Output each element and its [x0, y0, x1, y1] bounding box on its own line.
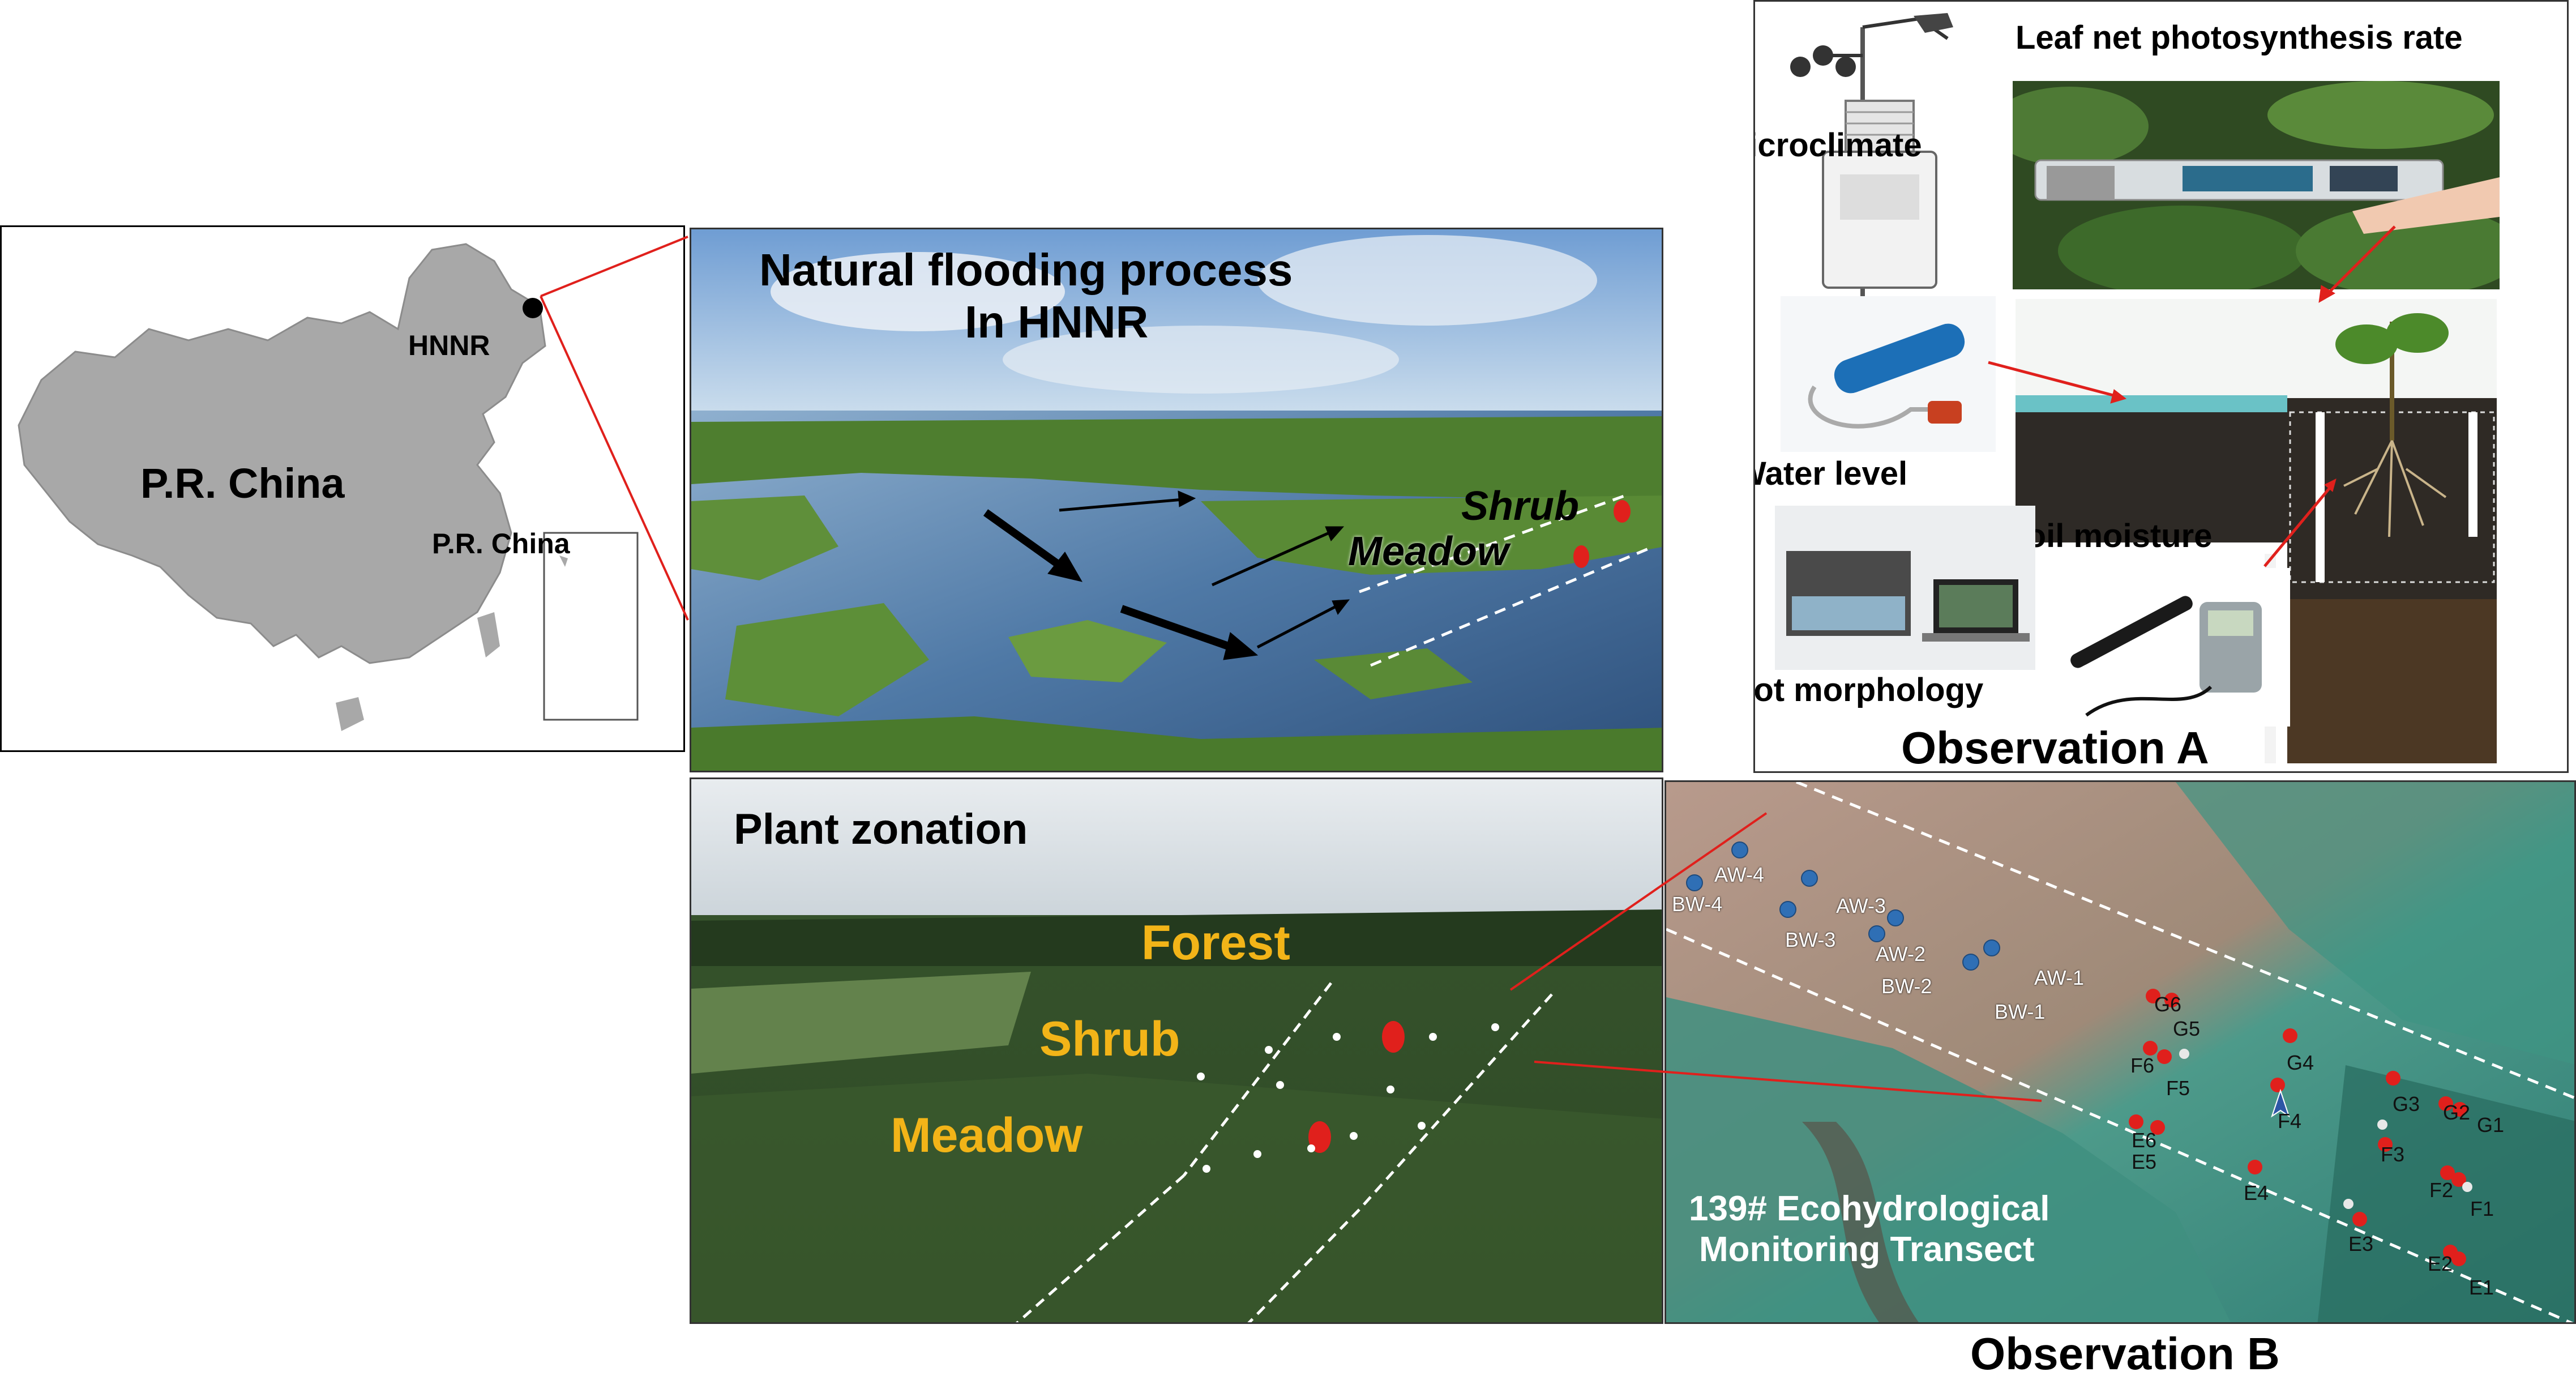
zonation-title: Plant zonation — [734, 805, 1028, 853]
china-map-panel: P.R. China HNNR P.R. China — [0, 225, 685, 752]
water-level-photo — [1781, 296, 1996, 452]
soil-probe-photo — [2052, 568, 2290, 727]
flooding-meadow-label: Meadow — [1348, 529, 1509, 574]
site-label: HNNR — [408, 330, 490, 361]
well-label: AW-2 — [1876, 942, 1926, 965]
inset-label: P.R. China — [432, 528, 570, 559]
transect-satellite-image — [1666, 782, 2574, 1322]
flooding-title-line1: Natural flooding process — [759, 245, 1293, 295]
site-label: E5 — [2132, 1150, 2157, 1173]
microclimate-label: Microclimate — [1755, 127, 1922, 164]
plant-zonation-panel: Plant zonation Forest Shrub Meadow — [690, 777, 1663, 1324]
flooding-photo — [691, 229, 1662, 771]
site-label: F3 — [2381, 1143, 2405, 1166]
root-morphology-label: Root morphology — [1753, 672, 1984, 708]
site-label: F5 — [2166, 1076, 2190, 1100]
hnnr-site-marker — [523, 298, 543, 318]
site-label: E1 — [2469, 1276, 2494, 1299]
photosynthesis-photo — [2013, 81, 2500, 289]
flooding-photo-panel: Natural flooding process In HNNR Shrub M… — [690, 228, 1663, 772]
observation-b-panel: AW-4 BW-4 AW-3 BW-3 AW-2 BW-2 AW-1 BW-1 … — [1664, 780, 2576, 1324]
flooding-shrub-label: Shrub — [1461, 484, 1579, 529]
site-label: E4 — [2244, 1181, 2269, 1204]
well-label: AW-1 — [2034, 966, 2085, 989]
well-label: AW-3 — [1836, 894, 1886, 917]
site-label: G6 — [2154, 993, 2182, 1016]
south-china-sea-inset — [543, 532, 639, 721]
observation-b-caption: Observation B — [1970, 1328, 2280, 1379]
country-label: P.R. China — [140, 460, 345, 507]
site-label: E3 — [2348, 1232, 2374, 1255]
zonation-meadow-label: Meadow — [891, 1108, 1083, 1163]
well-label: AW-4 — [1714, 863, 1765, 886]
well-label: BW-4 — [1672, 892, 1723, 916]
zonation-shrub-label: Shrub — [1039, 1012, 1180, 1066]
leaf-photosynthesis-label: Leaf net photosynthesis rate — [2016, 19, 2463, 56]
well-label: BW-1 — [1995, 1000, 2046, 1023]
zonation-forest-label: Forest — [1141, 916, 1290, 970]
site-label: F6 — [2130, 1054, 2155, 1077]
site-label: G1 — [2477, 1113, 2505, 1137]
root-scanner-photo — [1775, 506, 2035, 670]
water-level-label: Water level — [1755, 455, 1908, 492]
weather-station-icon — [1790, 13, 1953, 299]
site-label: G3 — [2393, 1092, 2420, 1116]
transect-title-line1: 139# Ecohydrological — [1689, 1189, 2050, 1228]
china-map-graphic — [18, 243, 639, 731]
well-label: BW-3 — [1785, 928, 1836, 951]
site-label: E6 — [2132, 1129, 2157, 1152]
site-label: G4 — [2287, 1051, 2314, 1074]
observation-a-panel: Microclimate Leaf net photosynthesis rat… — [1753, 0, 2569, 773]
site-label: E2 — [2428, 1252, 2453, 1275]
well-label: BW-2 — [1881, 975, 1932, 998]
site-label: F2 — [2429, 1178, 2454, 1202]
site-label: G2 — [2443, 1101, 2471, 1124]
observation-a-caption: Observation A — [1901, 723, 2209, 773]
site-label: G5 — [2173, 1017, 2201, 1040]
site-label: F1 — [2470, 1197, 2494, 1220]
site-label: F4 — [2278, 1109, 2302, 1133]
soil-moisture-label: Soil moisture — [2004, 518, 2213, 554]
plant-zonation-photo — [691, 779, 1662, 1322]
flooding-title-line2: In HNNR — [965, 297, 1149, 347]
transect-title-line2: Monitoring Transect — [1699, 1230, 2035, 1269]
